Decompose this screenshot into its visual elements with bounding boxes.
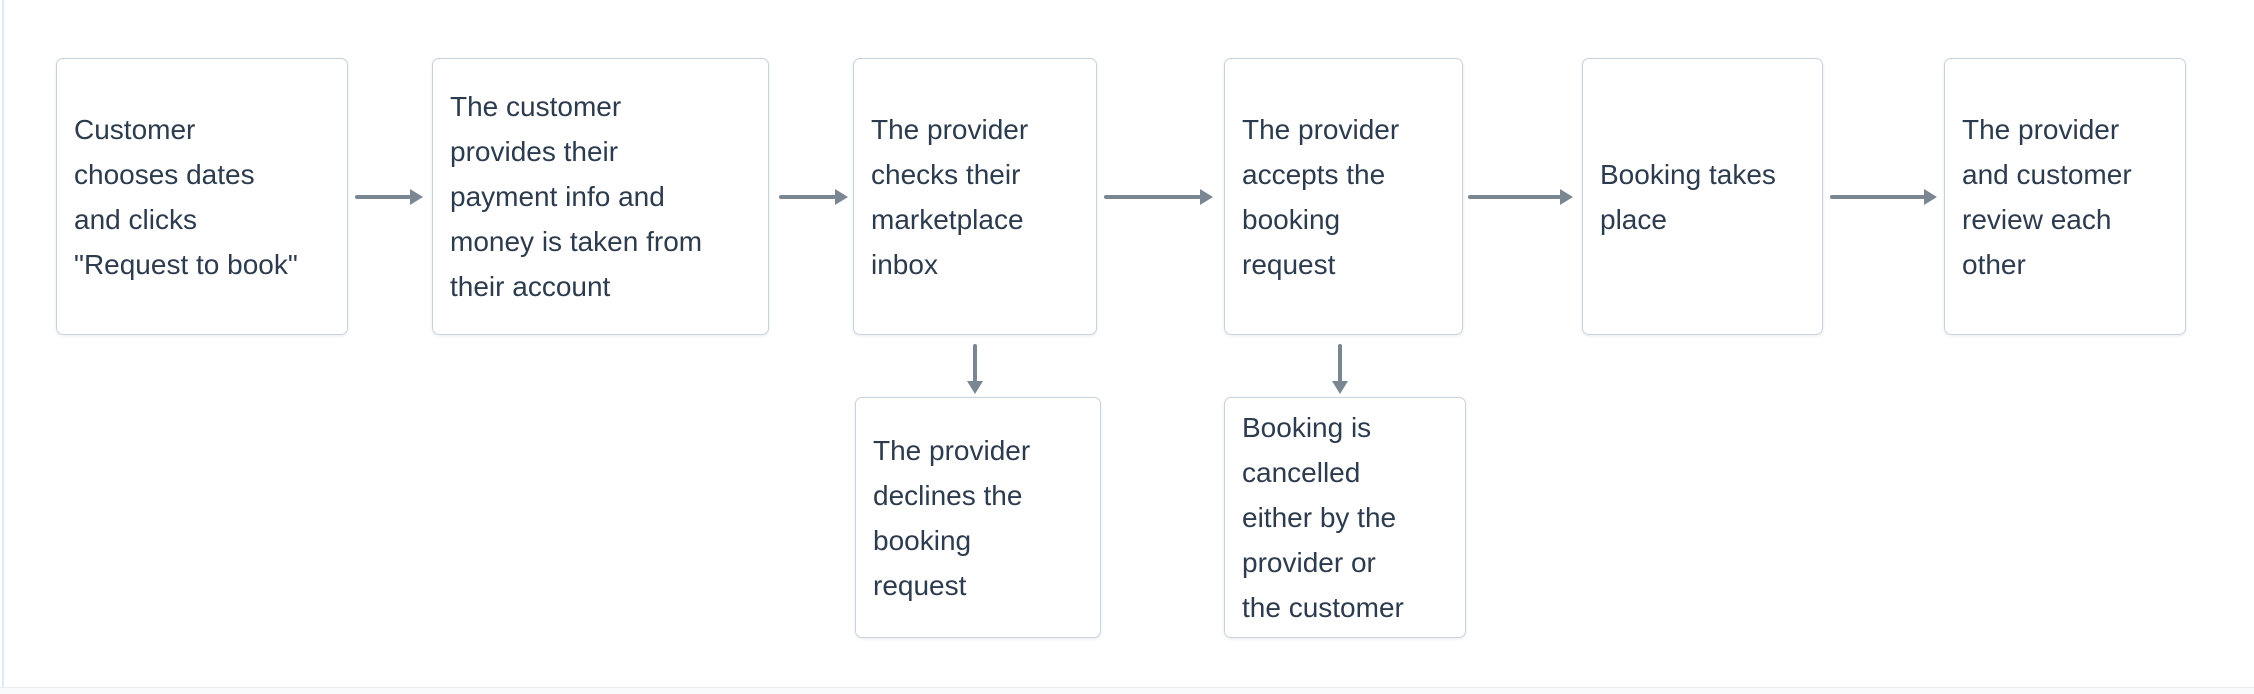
node-customer-chooses-dates-text: Customer chooses dates and clicks "Reque… xyxy=(74,113,298,280)
arrow-down-cancel xyxy=(1332,344,1348,394)
node-provider-declines-text: The provider declines the booking reques… xyxy=(873,434,1031,601)
node-customer-chooses-dates: Customer chooses dates and clicks "Reque… xyxy=(56,58,348,335)
node-review-each-other: The provider and customer review each ot… xyxy=(1944,58,2186,335)
node-review-each-other-text: The provider and customer review each ot… xyxy=(1962,113,2132,280)
arrow-right-2 xyxy=(779,189,848,205)
arrow-right-4 xyxy=(1468,189,1573,205)
arrow-right-1 xyxy=(355,189,423,205)
bottom-page-band xyxy=(0,687,2254,694)
node-booking-cancelled: Booking is cancelled either by the provi… xyxy=(1224,397,1466,638)
node-booking-takes-place: Booking takes place xyxy=(1582,58,1823,335)
node-booking-cancelled-text: Booking is cancelled either by the provi… xyxy=(1242,412,1404,623)
node-provider-accepts: The provider accepts the booking request xyxy=(1224,58,1463,335)
arrow-right-5 xyxy=(1830,189,1937,205)
node-booking-takes-place-text: Booking takes place xyxy=(1600,158,1776,235)
node-provider-checks-inbox-text: The provider checks their marketplace in… xyxy=(871,113,1029,280)
node-provider-accepts-text: The provider accepts the booking request xyxy=(1242,113,1400,280)
node-customer-payment: The customer provides their payment info… xyxy=(432,58,769,335)
node-customer-payment-text: The customer provides their payment info… xyxy=(450,91,703,302)
node-provider-checks-inbox: The provider checks their marketplace in… xyxy=(853,58,1097,335)
arrow-down-decline xyxy=(967,344,983,394)
arrow-right-3 xyxy=(1104,189,1213,205)
node-provider-declines: The provider declines the booking reques… xyxy=(855,397,1101,638)
left-edge-divider xyxy=(2,0,4,694)
